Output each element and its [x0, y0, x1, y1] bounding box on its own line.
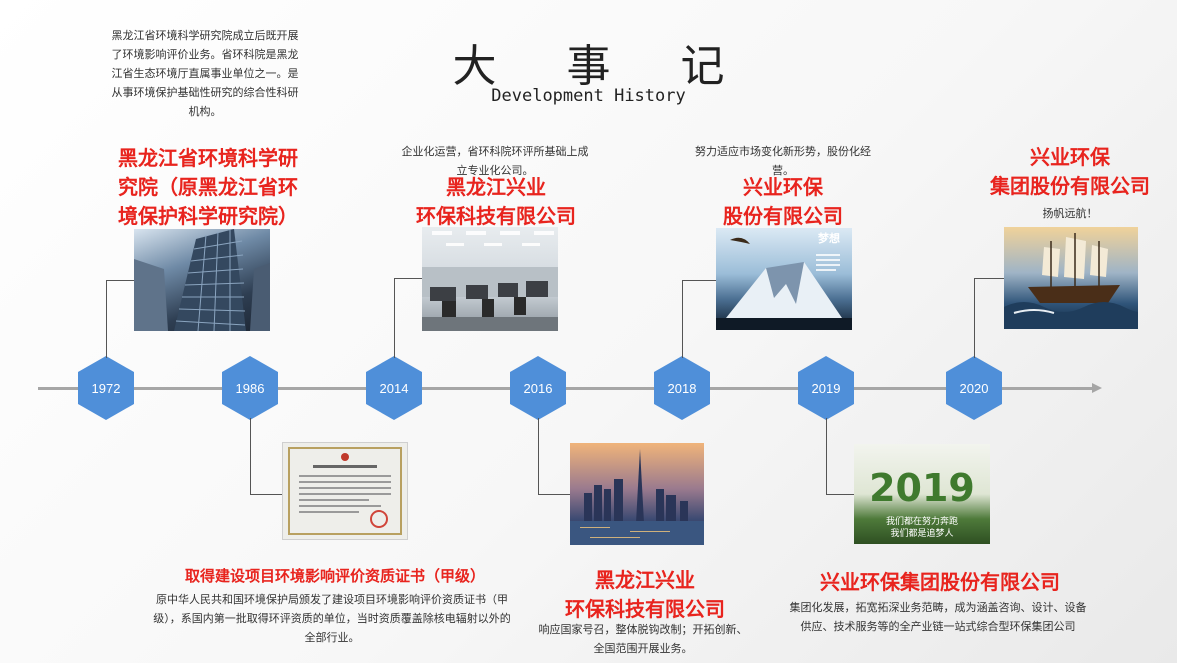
- banner-2019-slogan-line2: 我们都是追梦人: [854, 528, 990, 540]
- connector-2018-h: [682, 280, 716, 281]
- office-photo: [422, 227, 558, 331]
- connector-2016-h: [538, 494, 570, 495]
- building-photo: [134, 229, 270, 331]
- connector-2014: [394, 278, 395, 358]
- connector-2020-h: [974, 278, 1004, 279]
- event-2018-heading: 兴业环保 股份有限公司: [690, 173, 876, 231]
- year-marker-2016[interactable]: 2016: [510, 356, 566, 420]
- banner-2019-slogan-line1: 我们都在努力奔跑: [854, 516, 990, 528]
- connector-1986: [250, 418, 251, 494]
- year-marker-2014[interactable]: 2014: [366, 356, 422, 420]
- connector-2018: [682, 280, 683, 358]
- connector-2019-h: [826, 494, 854, 495]
- city-skyline-photo: [570, 443, 704, 545]
- banner-2019-photo: 2019 我们都在努力奔跑 我们都是追梦人: [854, 444, 990, 544]
- event-2018-heading-line2: 股份有限公司: [690, 202, 876, 231]
- year-marker-2018[interactable]: 2018: [654, 356, 710, 420]
- certificate-photo: [282, 442, 408, 540]
- event-2016-heading-line1: 黑龙江兴业: [520, 566, 770, 595]
- event-1972-heading: 黑龙江省环境科学研究院（原黑龙江省环境保护科学研究院）: [110, 144, 306, 231]
- connector-1972: [106, 280, 107, 358]
- connector-2019: [826, 418, 827, 494]
- connector-2020: [974, 278, 975, 358]
- year-marker-2019[interactable]: 2019: [798, 356, 854, 420]
- event-2020-heading-line1: 兴业环保: [970, 143, 1170, 172]
- banner-2019-number: 2019: [854, 466, 990, 510]
- event-2014-heading-line1: 黑龙江兴业: [378, 173, 614, 202]
- connector-1972-h: [106, 280, 134, 281]
- timeline-arrow-icon: [1092, 383, 1102, 393]
- banner-2019-slogan: 我们都在努力奔跑 我们都是追梦人: [854, 516, 990, 540]
- connector-2016: [538, 418, 539, 494]
- event-1986-heading: 取得建设项目环境影响评价资质证书（甲级）: [110, 564, 560, 588]
- connector-2014-h: [394, 278, 422, 279]
- event-2019-heading: 兴业环保集团股份有限公司: [770, 568, 1110, 597]
- event-2020-heading-line2: 集团股份有限公司: [970, 172, 1170, 201]
- event-1986-description: 原中华人民共和国环境保护局颁发了建设项目环境影响评价资质证书（甲级），系国内第一…: [152, 590, 512, 647]
- sailing-ship-photo: [1004, 227, 1138, 329]
- year-marker-1972[interactable]: 1972: [78, 356, 134, 420]
- dream-caption: 梦想: [818, 230, 840, 246]
- connector-1986-h: [250, 494, 282, 495]
- event-2019-description: 集团化发展，拓宽拓深业务范畴，成为涵盖咨询、设计、设备供应、技术服务等的全产业链…: [788, 598, 1088, 636]
- event-1972-description: 黑龙江省环境科学研究院成立后既开展了环境影响评价业务。省环科院是黑龙江省生态环境…: [110, 26, 300, 121]
- event-2018-heading-line1: 兴业环保: [690, 173, 876, 202]
- event-2014-heading: 黑龙江兴业 环保科技有限公司: [378, 173, 614, 231]
- year-marker-1986[interactable]: 1986: [222, 356, 278, 420]
- event-2020-description: 扬帆远航！: [970, 204, 1170, 223]
- event-2016-heading: 黑龙江兴业 环保科技有限公司: [520, 566, 770, 624]
- year-marker-2020[interactable]: 2020: [946, 356, 1002, 420]
- event-2016-description: 响应国家号召，整体脱钩改制；开拓创新、全国范围开展业务。: [536, 620, 750, 658]
- eagle-mountain-photo: 梦想: [716, 228, 852, 330]
- event-2020-heading: 兴业环保 集团股份有限公司: [970, 143, 1170, 201]
